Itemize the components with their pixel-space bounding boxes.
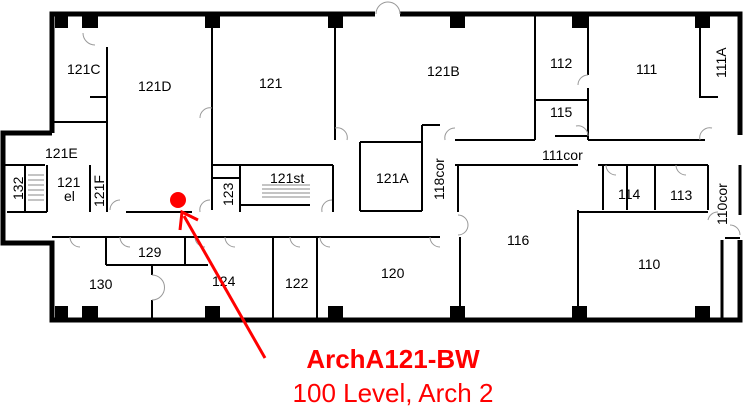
room-113: 113 <box>670 187 693 203</box>
outer-walls <box>0 11 743 323</box>
location-marker <box>170 192 186 208</box>
room-121el-suffix: el <box>64 188 75 204</box>
room-121D: 121D <box>138 78 171 94</box>
room-111cor: 111cor <box>542 147 583 163</box>
room-121: 121 <box>259 75 283 91</box>
room-121el: 121 <box>57 174 81 190</box>
room-123: 123 <box>220 182 236 206</box>
room-121st: 121st <box>270 170 304 186</box>
room-130: 130 <box>89 276 113 292</box>
room-129: 129 <box>138 244 162 260</box>
room-111: 111 <box>636 61 657 77</box>
location-subtitle: 100 Level, Arch 2 <box>292 378 494 408</box>
door-swings <box>69 1 741 301</box>
room-121A: 121A <box>376 170 409 186</box>
room-121B: 121B <box>427 63 460 79</box>
location-title: ArchA121-BW <box>306 344 480 374</box>
stair-treads <box>28 174 310 201</box>
room-121F: 121F <box>91 175 107 207</box>
room-labels: 121C 121D 121 121B 112 111 111A 115 111c… <box>10 47 730 292</box>
room-116: 116 <box>507 232 530 248</box>
columns <box>55 14 710 320</box>
room-120: 120 <box>381 265 405 281</box>
room-122: 122 <box>285 275 309 291</box>
pointer-arrow <box>178 209 267 359</box>
room-115: 115 <box>550 104 573 120</box>
room-110cor: 110cor <box>714 183 730 225</box>
room-110: 110 <box>638 256 661 272</box>
room-121E: 121E <box>45 145 78 161</box>
room-112: 112 <box>550 55 573 71</box>
room-132: 132 <box>10 176 26 200</box>
interior-walls <box>3 14 740 320</box>
room-121C: 121C <box>67 61 100 77</box>
room-114: 114 <box>618 186 641 202</box>
room-111A: 111A <box>713 47 729 78</box>
room-118cor: 118cor <box>431 158 447 200</box>
